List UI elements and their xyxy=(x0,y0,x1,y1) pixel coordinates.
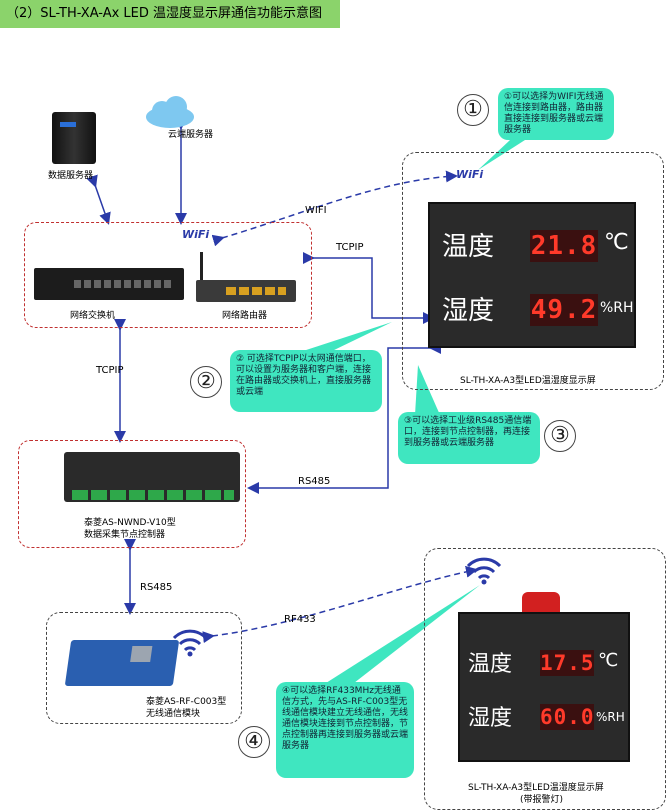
rs485-link xyxy=(247,342,441,494)
note-1: ①可以选择为WIFI无线通信连接到路由器，路由器直接连接到服务器或云端服务器 xyxy=(498,88,614,140)
marker-3: ③ xyxy=(544,420,576,452)
alarm-light-icon xyxy=(522,592,560,614)
controller-icon xyxy=(64,452,240,502)
page-title: （2）SL-TH-XA-Ax LED 温湿度显示屏通信功能示意图 xyxy=(0,0,340,28)
display2-signal-icon xyxy=(466,557,502,585)
controller-label-1: 泰菱AS-NWND-V10型 xyxy=(84,518,176,528)
display2-box xyxy=(424,548,666,810)
wifi-link xyxy=(211,170,458,247)
router-antenna xyxy=(200,252,203,280)
display1-hum-unit: %RH xyxy=(600,300,634,316)
note-4: ④可以选择RF433MHz无线通信方式，先与AS-RF-C003型无线通信模块建… xyxy=(276,682,414,778)
display2-hum-label: 湿度 xyxy=(468,706,513,731)
wireless-label-2: 无线通信模块 xyxy=(146,709,201,719)
display1-temp-unit: ℃ xyxy=(604,230,629,255)
note-3: ③可以选择工业级RS485通信端口，连接到节点控制器，再连接到服务器或云端服务器 xyxy=(398,412,540,464)
network-box xyxy=(24,222,312,328)
wifi-conn-label: WIFI xyxy=(305,205,327,216)
wireless-signal-icon xyxy=(172,629,208,657)
tcpip-top-label: TCPIP xyxy=(336,242,364,253)
cloud-server-label: 云端服务器 xyxy=(168,130,214,140)
note-2: ② 可选择TCPIP以太网通信端口，可以设置为服务器和客户端，连接在路由器或交换… xyxy=(230,350,382,412)
cloud-icon xyxy=(146,96,194,128)
display1-temp-value: 21.8 xyxy=(530,230,598,262)
switch-icon xyxy=(34,268,184,300)
wifi-logo-display: WiFi xyxy=(456,168,484,181)
switch-label: 网络交换机 xyxy=(70,311,116,321)
display2-panel: 温度 17.5 ℃ 湿度 60.0 %RH xyxy=(458,612,630,762)
wireless-box xyxy=(46,612,242,724)
rf433-label: RF433 xyxy=(284,614,316,625)
display2-temp-value: 17.5 xyxy=(540,650,595,676)
display1-box xyxy=(402,152,664,390)
marker-2: ② xyxy=(190,366,222,398)
display1-hum-value: 49.2 xyxy=(530,294,598,326)
wireless-label-1: 泰菱AS-RF-C003型 xyxy=(146,697,227,707)
display2-label-2: (带报警灯) xyxy=(520,795,564,805)
display1-label: SL-TH-XA-A3型LED温湿度显示屏 xyxy=(460,376,596,386)
display2-label-1: SL-TH-XA-A3型LED温湿度显示屏 xyxy=(468,783,604,793)
marker-1: ① xyxy=(457,94,489,126)
display2-hum-unit: %RH xyxy=(596,710,625,724)
display1-panel: 温度 21.8 ℃ 湿度 49.2 %RH xyxy=(428,202,636,348)
rf433-link xyxy=(202,565,478,644)
rs485-left-label: RS485 xyxy=(140,582,173,593)
callout-pointer-1 xyxy=(478,140,525,170)
display2-hum-value: 60.0 xyxy=(540,704,595,730)
wifi-logo-network: WiFi xyxy=(182,228,210,241)
callout-pointer-3 xyxy=(415,365,440,415)
display1-temp-label: 温度 xyxy=(442,232,495,262)
callout-pointer-2 xyxy=(300,322,392,352)
router-label: 网络路由器 xyxy=(222,311,268,321)
rs485-mid-label: RS485 xyxy=(298,476,331,487)
display1-hum-label: 湿度 xyxy=(442,296,495,326)
controller-label-2: 数据采集节点控制器 xyxy=(84,530,166,540)
router-icon xyxy=(196,280,296,302)
tcpip-left-label: TCPIP xyxy=(96,365,124,376)
server-link xyxy=(86,174,111,225)
marker-4: ④ xyxy=(238,726,270,758)
wireless-module-icon xyxy=(64,640,180,686)
controller-box xyxy=(18,440,246,548)
data-server-label: 数据服务器 xyxy=(48,171,94,181)
display2-temp-label: 温度 xyxy=(468,652,513,677)
display2-temp-unit: ℃ xyxy=(598,650,619,671)
callout-pointer-4 xyxy=(315,585,480,690)
data-server-icon xyxy=(52,112,96,164)
